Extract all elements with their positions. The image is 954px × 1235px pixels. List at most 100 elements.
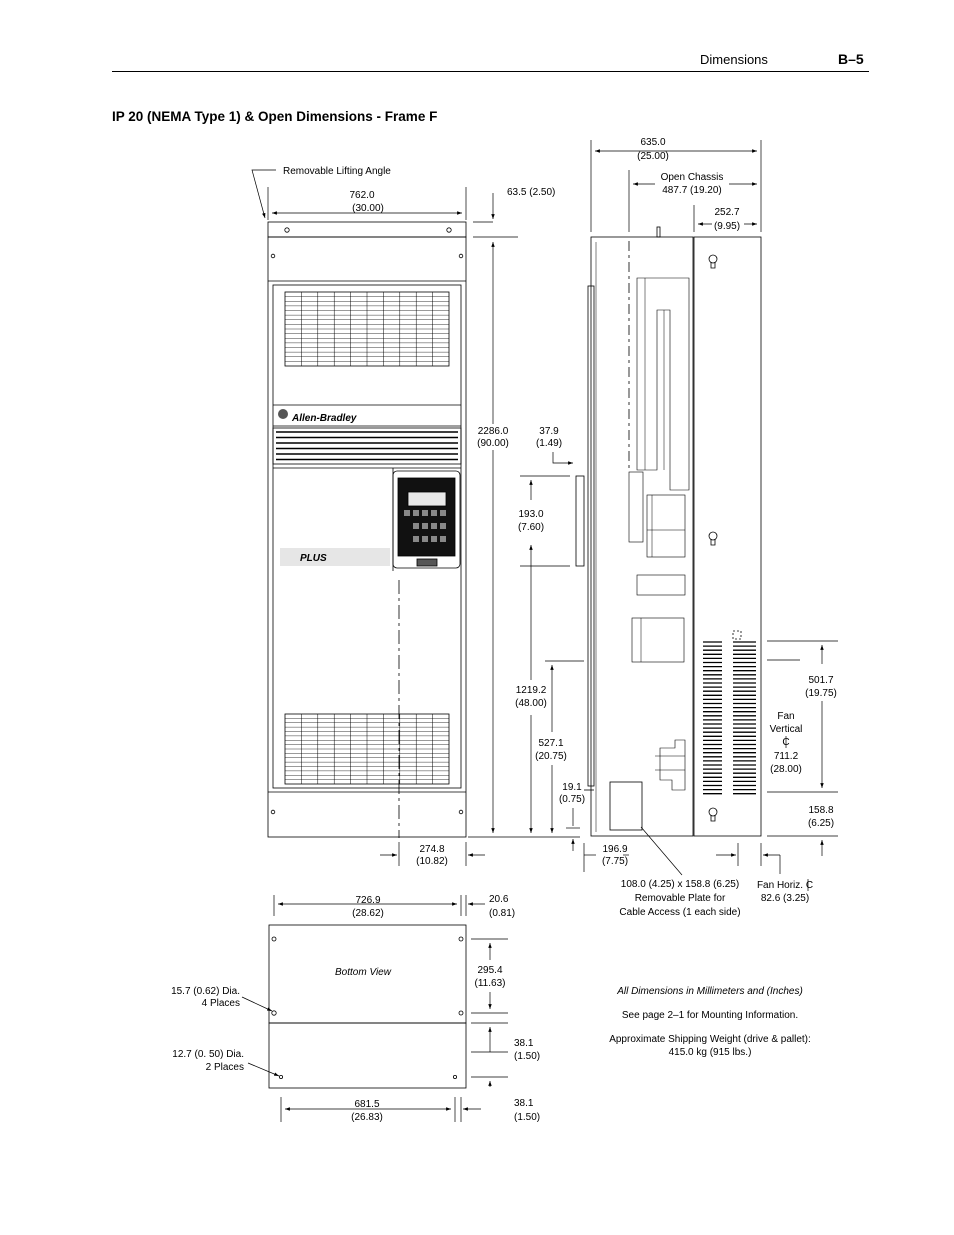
fan-bottom-in: (6.25) xyxy=(808,818,834,829)
open-chassis-label: Open Chassis xyxy=(661,172,724,183)
front-view xyxy=(267,221,467,838)
front-door xyxy=(272,284,462,789)
fan-label: Fan xyxy=(777,711,794,722)
keypad-display xyxy=(407,491,447,507)
bottom-depth-in: (11.63) xyxy=(475,978,506,989)
fan-span-in: (19.75) xyxy=(805,688,837,699)
lifting-hole xyxy=(284,227,290,233)
lifting-angle-label: Removable Lifting Angle xyxy=(283,166,391,177)
keypad-key xyxy=(431,510,437,516)
top-offset-label: 63.5 (2.50) xyxy=(507,187,555,198)
lower-width-mm: 681.5 xyxy=(354,1099,379,1110)
hood-depth-mm: 37.9 xyxy=(539,426,559,437)
hood-base-in: (48.00) xyxy=(515,698,547,709)
side-view xyxy=(575,226,762,837)
front-dimensions xyxy=(251,169,580,866)
note-mounting: See page 2–1 for Mounting Information. xyxy=(622,1010,798,1021)
hood xyxy=(575,475,585,567)
brand-label: Allen-Bradley xyxy=(291,413,357,424)
hole-large-dia: 15.7 (0.62) Dia. xyxy=(171,986,240,997)
gap-lower-mm: 38.1 xyxy=(514,1098,534,1109)
side-total-in: (25.00) xyxy=(637,151,669,162)
keypad-key xyxy=(413,536,419,542)
plate-height-in: (20.75) xyxy=(535,751,567,762)
hood-height-in: (7.60) xyxy=(518,522,544,533)
width-in: (30.00) xyxy=(352,203,384,214)
gap-lower-in: (1.50) xyxy=(514,1112,540,1123)
plate-offset-in: (7.75) xyxy=(602,856,628,867)
hole-large-count: 4 Places xyxy=(202,998,240,1009)
note-weight-label: Approximate Shipping Weight (drive & pal… xyxy=(609,1034,811,1045)
keypad-latch xyxy=(416,558,438,567)
keypad-key xyxy=(404,510,410,516)
header-rule xyxy=(112,71,869,72)
height-mm: 2286.0 xyxy=(478,426,509,437)
bottom-dimensions xyxy=(241,895,508,1122)
keypad-key xyxy=(413,523,419,529)
plate-desc: Removable Plate for xyxy=(635,893,726,904)
hole-small-count: 2 Places xyxy=(206,1062,244,1073)
foot-in: (0.75) xyxy=(559,794,585,805)
bottom-width-in: (28.62) xyxy=(352,908,384,919)
lower-width-in: (26.83) xyxy=(351,1112,383,1123)
right-depth-in: (9.95) xyxy=(714,221,740,232)
fan-span-mm: 501.7 xyxy=(808,675,833,686)
plate-offset-mm: 196.9 xyxy=(602,844,627,855)
note-units: All Dimensions in Millimeters and (Inche… xyxy=(616,986,803,997)
width-mm: 762.0 xyxy=(349,190,374,201)
bottom-depth-mm: 295.4 xyxy=(477,965,502,976)
fan-horiz-dim: 82.6 (3.25) xyxy=(761,893,809,904)
gap-upper-mm: 38.1 xyxy=(514,1038,534,1049)
enclosure-outline xyxy=(267,236,467,838)
bottom-view xyxy=(268,924,467,1089)
height-in: (90.00) xyxy=(477,438,509,449)
keypad-body xyxy=(397,477,456,557)
fan-bottom-mm: 158.8 xyxy=(808,805,833,816)
foot-mm: 19.1 xyxy=(562,782,582,793)
header-section: Dimensions xyxy=(700,52,768,67)
side-total-mm: 635.0 xyxy=(640,137,665,148)
keypad-key xyxy=(422,536,428,542)
keypad-key xyxy=(413,510,419,516)
gap-upper-in: (1.50) xyxy=(514,1051,540,1062)
plate-size: 108.0 (4.25) x 158.8 (6.25) xyxy=(621,879,739,890)
keypad-key xyxy=(440,536,446,542)
keypad-key xyxy=(440,523,446,529)
lifting-angle xyxy=(267,221,467,238)
open-chassis-dim: 487.7 (19.20) xyxy=(662,185,722,196)
figure-title: IP 20 (NEMA Type 1) & Open Dimensions - … xyxy=(112,109,438,124)
removable-plate xyxy=(609,781,643,831)
door-edge xyxy=(587,285,595,787)
fan-horiz-label: Fan Horiz. C xyxy=(757,880,813,891)
bottom-view-label: Bottom View xyxy=(335,967,392,978)
keypad-key xyxy=(422,523,428,529)
side-panel-open-chassis xyxy=(590,236,694,837)
keypad-key xyxy=(422,510,428,516)
side-panel-enclosure xyxy=(693,236,762,837)
right-depth-mm: 252.7 xyxy=(714,207,739,218)
hole-small-dia: 12.7 (0. 50) Dia. xyxy=(172,1049,244,1060)
fan-vertical-mm: 711.2 xyxy=(774,751,799,762)
center-offset-mm: 274.8 xyxy=(419,844,444,855)
louver-panel xyxy=(272,427,462,465)
ab-logo-icon xyxy=(278,409,288,419)
hood-height-mm: 193.0 xyxy=(518,509,543,520)
plus-logo-band xyxy=(280,548,390,566)
center-offset-in: (10.82) xyxy=(416,856,448,867)
hood-base-mm: 1219.2 xyxy=(516,685,547,696)
edge-offset-mm: 20.6 xyxy=(489,894,509,905)
keypad-key xyxy=(431,523,437,529)
header-page-number: B–5 xyxy=(838,51,864,67)
fan-vertical-in: (28.00) xyxy=(770,764,802,775)
bottom-outline-lower xyxy=(268,1022,467,1089)
note-weight-value: 415.0 kg (915 lbs.) xyxy=(669,1047,752,1058)
edge-offset-in: (0.81) xyxy=(489,908,515,919)
plate-height-mm: 527.1 xyxy=(538,738,563,749)
plus-logo: PLUS xyxy=(300,553,327,564)
hood-depth-in: (1.49) xyxy=(536,438,562,449)
plate-access: Cable Access (1 each side) xyxy=(619,907,740,918)
bottom-width-mm: 726.9 xyxy=(355,895,380,906)
keypad-key xyxy=(431,536,437,542)
lifting-hole xyxy=(446,227,452,233)
